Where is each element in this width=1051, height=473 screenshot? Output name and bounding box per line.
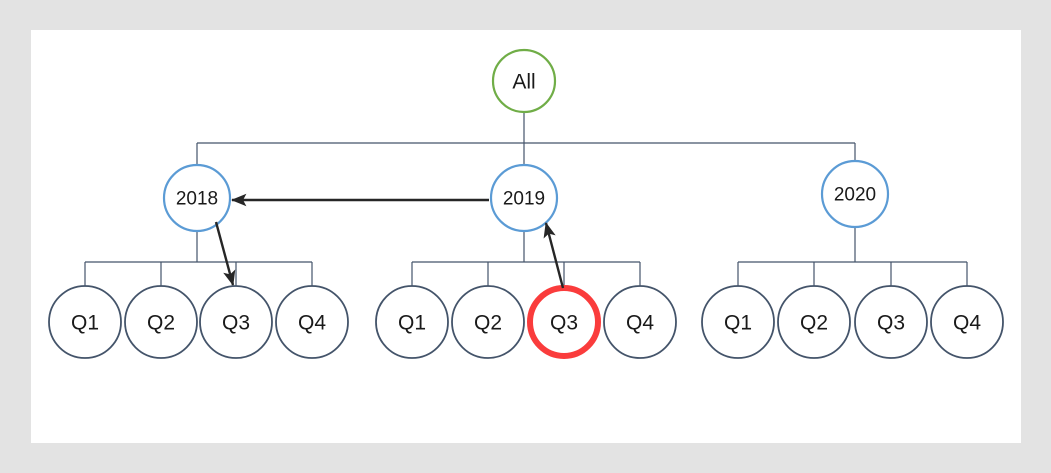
node-quarter-2018-Q4-circle[interactable] (275, 285, 349, 359)
relation-arrows (214, 193, 565, 289)
node-year-2020-circle[interactable] (820, 159, 890, 229)
node-year-2019[interactable]: 2019 (489, 163, 559, 233)
node-quarter-2019-Q3[interactable]: Q3 (527, 285, 601, 359)
node-quarter-2018-Q1[interactable]: Q1 (48, 285, 122, 359)
node-quarter-2018-Q3[interactable]: Q3 (199, 285, 273, 359)
node-quarter-2020-Q1-circle[interactable] (701, 285, 775, 359)
node-quarter-2020-Q2-circle[interactable] (777, 285, 851, 359)
node-quarter-2020-Q3-circle[interactable] (854, 285, 928, 359)
node-year-2019-circle[interactable] (489, 163, 559, 233)
node-quarter-2019-Q4-circle[interactable] (603, 285, 677, 359)
node-quarter-2020-Q4[interactable]: Q4 (930, 285, 1004, 359)
node-year-2020[interactable]: 2020 (820, 159, 890, 229)
node-quarter-2019-Q3-circle[interactable] (527, 285, 601, 359)
node-quarter-2018-Q4[interactable]: Q4 (275, 285, 349, 359)
node-quarter-2020-Q2[interactable]: Q2 (777, 285, 851, 359)
node-quarter-2020-Q4-circle[interactable] (930, 285, 1004, 359)
node-quarter-2019-Q1-circle[interactable] (375, 285, 449, 359)
node-quarter-2018-Q2[interactable]: Q2 (124, 285, 198, 359)
node-root-all[interactable]: All (491, 48, 557, 114)
arrow-2018-to-2018-q3 (214, 221, 236, 286)
node-quarter-2018-Q3-circle[interactable] (199, 285, 273, 359)
node-quarter-2020-Q1[interactable]: Q1 (701, 285, 775, 359)
node-quarter-2018-Q2-circle[interactable] (124, 285, 198, 359)
node-quarter-2020-Q3[interactable]: Q3 (854, 285, 928, 359)
connector-lines (84, 112, 968, 288)
arrow-2019-q3-to-2019 (543, 222, 565, 289)
node-quarter-2019-Q4[interactable]: Q4 (603, 285, 677, 359)
node-quarter-2019-Q2-circle[interactable] (451, 285, 525, 359)
node-quarter-2018-Q1-circle[interactable] (48, 285, 122, 359)
node-quarter-2019-Q2[interactable]: Q2 (451, 285, 525, 359)
node-year-2018-circle[interactable] (162, 163, 232, 233)
node-root-all-circle[interactable] (491, 48, 557, 114)
node-year-2018[interactable]: 2018 (162, 163, 232, 233)
node-quarter-2019-Q1[interactable]: Q1 (375, 285, 449, 359)
